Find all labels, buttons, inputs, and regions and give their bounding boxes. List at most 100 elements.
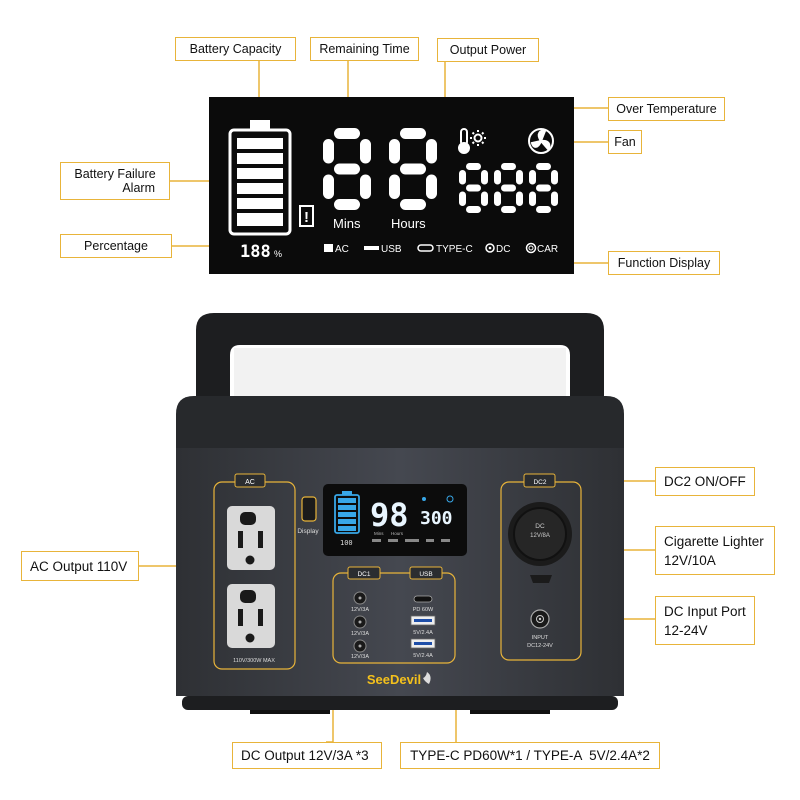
fan-icon — [528, 128, 554, 154]
dc-port-3-label: 12V/3A — [351, 654, 369, 660]
dc-port-1-label: 12V/3A — [351, 607, 369, 613]
display-button[interactable] — [301, 496, 317, 522]
segment-c-digit-2 — [551, 191, 558, 206]
screen-mins: Mins — [374, 531, 384, 536]
dc2-button[interactable] — [523, 473, 556, 488]
callout-battery-failure-alarm: Battery Failure Alarm — [60, 162, 170, 200]
type-c-port-label: PD 60W — [413, 607, 434, 613]
segment-c-digit-1 — [516, 191, 523, 206]
function-dc: DC — [496, 244, 510, 255]
brand-devil-icon — [423, 672, 431, 684]
segment-d-digit-1 — [400, 199, 426, 210]
callout-remaining-time: Remaining Time — [310, 37, 419, 61]
percentage-sign: % — [274, 249, 282, 259]
base-feet — [182, 696, 618, 710]
mins-label: Mins — [333, 216, 361, 231]
segment-f-digit-1 — [494, 170, 501, 185]
segment-g-digit-1 — [400, 163, 426, 175]
segment-e-digit-2 — [529, 191, 536, 206]
dc1-button-label: DC1 — [357, 571, 370, 578]
segment-f-digit-1 — [389, 139, 400, 164]
car-icon — [525, 242, 537, 254]
dc-input-port[interactable] — [530, 609, 550, 629]
segment-a-digit-0 — [466, 163, 481, 170]
dc1-button[interactable] — [347, 566, 381, 580]
top-shell — [176, 396, 624, 448]
segment-e-digit-0 — [459, 191, 466, 206]
screen-battery-icon — [334, 491, 360, 534]
ac-button-label: AC — [245, 479, 255, 486]
screen-remaining-time: 98 — [370, 496, 409, 534]
screen-temp-icon — [422, 497, 426, 501]
screen-function-row — [372, 539, 450, 542]
usb-icon — [364, 246, 379, 250]
callout-function-display: Function Display — [608, 251, 720, 275]
segment-a-digit-1 — [501, 163, 516, 170]
segment-g-digit-0 — [334, 163, 360, 175]
segment-c-digit-1 — [426, 174, 437, 199]
callout-ac-output: AC Output 110V — [21, 551, 139, 581]
segment-b-digit-2 — [551, 170, 558, 185]
segment-b-digit-0 — [481, 170, 488, 185]
segment-a-digit-1 — [400, 128, 426, 139]
output-power-digits — [459, 163, 558, 213]
dc-icon — [485, 243, 495, 253]
screen-output-power: 300 — [420, 508, 453, 529]
segment-a-digit-2 — [536, 163, 551, 170]
segment-g-digit-2 — [536, 184, 551, 192]
alarm-symbol: ! — [304, 209, 309, 226]
ac-outlet-bottom[interactable] — [227, 584, 275, 648]
brand-logo: SeeDevil — [367, 672, 421, 687]
remaining-time-digits — [323, 128, 437, 210]
segment-g-digit-1 — [501, 184, 516, 192]
type-c-port[interactable] — [413, 595, 433, 603]
callout-dc-output: DC Output 12V/3A *3 — [232, 742, 382, 769]
segment-a-digit-0 — [334, 128, 360, 139]
callout-fan: Fan — [608, 130, 642, 154]
dc-input-label-2: DC12-24V — [527, 643, 553, 649]
segment-g-digit-0 — [466, 184, 481, 192]
callout-cigarette-lighter: Cigarette Lighter 12V/10A — [655, 526, 775, 575]
usb-button[interactable] — [409, 566, 443, 580]
dc-port-2[interactable] — [353, 615, 367, 629]
over-temperature-icon — [458, 128, 486, 154]
cigarette-lighter-socket[interactable] — [508, 502, 572, 583]
carry-handle — [196, 313, 604, 400]
battery-failure-alarm-icon — [299, 205, 314, 227]
hours-label: Hours — [391, 216, 426, 231]
function-car: CAR — [537, 244, 558, 255]
ac-outlet-top[interactable] — [227, 506, 275, 570]
segment-e-digit-0 — [323, 174, 334, 199]
callout-percentage: Percentage — [60, 234, 172, 258]
callout-dc-input-port: DC Input Port 12-24V — [655, 596, 755, 645]
function-display-row: AC USB TYPE-C DC CAR — [324, 242, 558, 255]
callout-typec-output: TYPE-C PD60W*1 / TYPE-A 5V/2.4A*2 — [400, 742, 660, 769]
segment-f-digit-0 — [323, 139, 334, 164]
segment-b-digit-1 — [516, 170, 523, 185]
segment-e-digit-1 — [389, 174, 400, 199]
dc2-button-label: DC2 — [533, 479, 546, 486]
callout-dc2-onoff: DC2 ON/OFF — [655, 467, 755, 496]
segment-f-digit-2 — [529, 170, 536, 185]
segment-d-digit-2 — [536, 206, 551, 213]
segment-c-digit-0 — [360, 174, 371, 199]
dc-port-1[interactable] — [353, 591, 367, 605]
display-button-label: Display — [297, 528, 319, 535]
usb-a-port-2-label: 5V/2.4A — [413, 653, 433, 659]
cigarette-lighter-label-1: DC — [535, 523, 545, 530]
dc-port-3[interactable] — [353, 639, 367, 653]
usb-a-port-1-label: 5V/2.4A — [413, 630, 433, 636]
type-c-icon — [417, 244, 434, 252]
segment-d-digit-1 — [501, 206, 516, 213]
segment-f-digit-0 — [459, 170, 466, 185]
usb-button-label: USB — [419, 571, 432, 578]
function-type-c: TYPE-C — [436, 244, 473, 255]
segment-b-digit-1 — [426, 139, 437, 164]
cigarette-lighter-label-2: 12V/8A — [530, 533, 550, 539]
screen-hours: Hours — [391, 531, 404, 536]
segment-d-digit-0 — [466, 206, 481, 213]
segment-c-digit-0 — [481, 191, 488, 206]
callout-over-temperature: Over Temperature — [608, 97, 725, 121]
ac-socket-icon — [324, 244, 333, 252]
